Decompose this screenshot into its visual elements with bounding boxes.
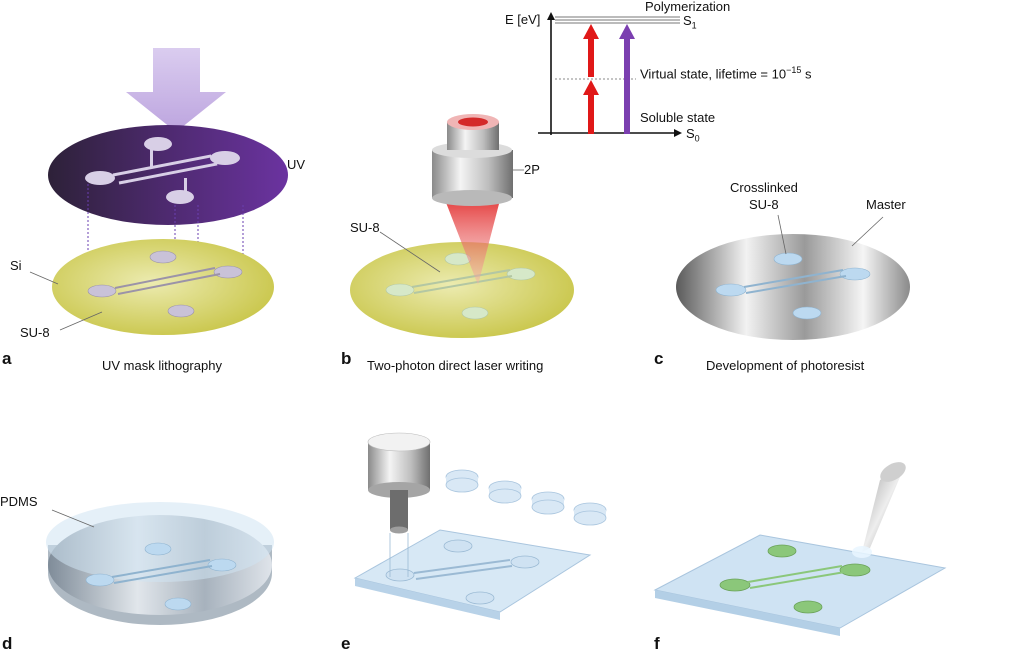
- su8-label-b: SU-8: [350, 220, 380, 235]
- uv-label: UV: [287, 157, 306, 172]
- needle-glow: [852, 546, 872, 558]
- pdms-label: PDMS: [0, 494, 38, 509]
- pdms-layer: [46, 502, 274, 582]
- panel-b-graphic: [350, 114, 574, 338]
- uv-light-arrow: [126, 48, 226, 132]
- needle-top: [880, 462, 906, 482]
- panel-e-graphic: [353, 432, 607, 620]
- caption-a: UV mask lithography: [102, 358, 222, 373]
- master-leader: [851, 216, 884, 247]
- crosslinked-label-line1: Crosslinked: [730, 180, 798, 195]
- pdms-leader: [51, 509, 95, 528]
- written-pattern-b: [385, 252, 536, 320]
- polymerization-label: Polymerization: [645, 0, 731, 14]
- su8-wafer-b: [350, 242, 574, 338]
- caption-b: Two-photon direct laser writing: [367, 358, 544, 373]
- s0-letter: S: [686, 126, 695, 141]
- panel-c-graphic: [676, 214, 910, 340]
- panel-letter-e: e: [341, 634, 351, 653]
- wafer-pattern: [87, 250, 243, 318]
- punch-tool-top: [367, 432, 431, 452]
- s1-label: S1: [683, 13, 697, 31]
- panel-letter-c: c: [654, 349, 664, 368]
- pdms-slab-f-side: [655, 590, 840, 636]
- master-label: Master: [866, 197, 906, 212]
- energy-axis-arrowhead: [547, 12, 555, 20]
- su8-leader-a: [59, 311, 103, 331]
- virtual-state-label: Virtual state, lifetime = 10−15 s: [640, 65, 812, 81]
- red-photon-arrowhead-lower: [583, 80, 599, 95]
- energy-axis-label: E [eV]: [505, 12, 541, 27]
- pdms-slab-f: [653, 534, 947, 629]
- si-wafer: [52, 239, 274, 335]
- crosslinked-label-line2: SU-8: [749, 197, 779, 212]
- panel-d-graphic: [46, 502, 274, 625]
- twop-label: 2P: [524, 162, 540, 177]
- su8-leader-b: [379, 231, 441, 273]
- objective-lens: [458, 117, 488, 127]
- punch-needle: [390, 490, 408, 530]
- su8-label-a: SU-8: [20, 325, 50, 340]
- panel-letter-a: a: [2, 349, 12, 368]
- energy-level-diagram: [538, 12, 682, 137]
- panel-f-graphic: [653, 462, 947, 636]
- s1-letter: S: [683, 13, 692, 28]
- red-photon-arrow-lower: [588, 92, 594, 134]
- punched-holes-e: [385, 539, 540, 605]
- s0-subscript: 0: [694, 133, 700, 144]
- crosslinked-pattern: [715, 252, 871, 320]
- objective-lower-body: [432, 150, 513, 198]
- purple-excitation-arrow: [624, 38, 630, 134]
- filled-reservoirs: [719, 544, 871, 614]
- s0-label: S0: [686, 126, 700, 144]
- virtual-state-unit: s: [801, 66, 812, 82]
- objective-lower-rim: [432, 190, 512, 206]
- purple-arrowhead: [619, 24, 635, 39]
- soluble-state-label: Soluble state: [640, 110, 716, 125]
- panel-a-graphic: [29, 48, 288, 335]
- panel-letter-f: f: [654, 634, 660, 653]
- dispensing-needle: [862, 465, 905, 552]
- panel-letter-b: b: [341, 349, 352, 368]
- s1-subscript: 1: [691, 20, 697, 31]
- panel-letter-d: d: [2, 634, 13, 653]
- punch-needle-tip: [390, 526, 408, 534]
- si-leader: [29, 271, 59, 285]
- master-wafer: [676, 234, 910, 340]
- caption-c: Development of photoresist: [706, 358, 865, 373]
- si-label: Si: [10, 258, 22, 273]
- pdms-pattern: [85, 542, 237, 611]
- crosslinked-leader: [777, 214, 787, 255]
- virtual-state-text: Virtual state, lifetime = 10: [640, 66, 787, 82]
- virtual-state-exponent: −15: [786, 65, 802, 75]
- ground-axis-arrowhead: [674, 129, 682, 137]
- laser-focus-cone: [445, 200, 500, 285]
- red-photon-arrow-upper: [588, 38, 594, 77]
- pdms-slab-e-side: [355, 578, 500, 620]
- removed-plugs: [445, 469, 607, 526]
- mask-pattern: [85, 137, 240, 204]
- red-photon-arrowhead-upper: [583, 24, 599, 39]
